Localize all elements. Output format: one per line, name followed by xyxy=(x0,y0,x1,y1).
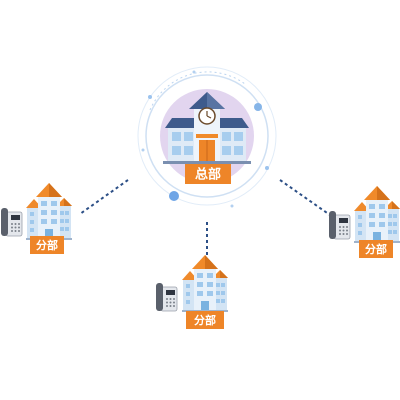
school-building-icon xyxy=(163,92,251,164)
left-wing-roof xyxy=(165,118,196,128)
branch-label-text: 分部 xyxy=(365,242,387,256)
office-building-icon xyxy=(354,186,400,243)
branch-node-right: 分部 xyxy=(328,186,400,258)
branch-label-text: 分部 xyxy=(194,313,216,327)
left-wing-windows xyxy=(172,132,193,155)
connection-line-right xyxy=(279,179,331,216)
headquarters-label: 总部 xyxy=(185,164,231,184)
right-wing-roof xyxy=(218,118,249,128)
desk-phone-icon xyxy=(328,210,351,240)
branch-label: 分部 xyxy=(186,311,224,329)
headquarters-node: 总部 xyxy=(137,66,277,208)
branch-node-left: 分部 xyxy=(0,183,72,254)
right-wing-windows xyxy=(222,132,243,155)
tower-roof-shade xyxy=(207,92,225,109)
hub-outer-ring xyxy=(137,66,277,206)
office-building-icon xyxy=(26,183,72,240)
hub-middle-ring xyxy=(145,74,269,198)
branch-label: 分部 xyxy=(359,240,393,258)
branch-node-bottom: 分部 xyxy=(155,255,228,329)
desk-phone-icon xyxy=(155,282,178,312)
decorative-dots xyxy=(141,70,269,208)
branch-label-text: 分部 xyxy=(36,238,58,252)
tower-awning xyxy=(196,134,218,138)
building-base xyxy=(163,161,251,164)
branch-label: 分部 xyxy=(30,236,64,254)
headquarters-label-text: 总部 xyxy=(195,167,221,183)
clock-icon xyxy=(198,107,216,125)
desk-phone-icon xyxy=(0,207,23,237)
hub-ring-arc xyxy=(149,71,246,111)
office-building-icon xyxy=(182,255,228,312)
connection-line-left xyxy=(79,179,129,215)
